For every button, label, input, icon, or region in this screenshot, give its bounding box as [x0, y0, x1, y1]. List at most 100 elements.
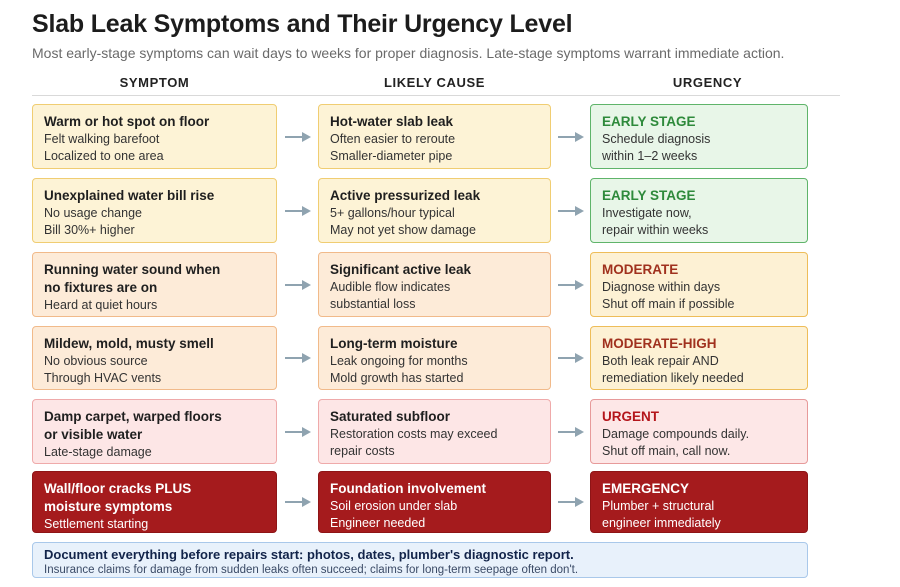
- right-arrow-icon: [557, 130, 585, 144]
- symptom-card-detail: Heard at quiet hours: [44, 298, 158, 312]
- cause-card-detail: Leak ongoing for months: [330, 354, 468, 368]
- right-arrow-icon: [557, 495, 585, 509]
- symptom-card-detail: Felt walking barefoot: [44, 132, 160, 146]
- cause-card-heading: Hot-water slab leak: [330, 114, 454, 129]
- cause-card: Active pressurized leak 5+ gallons/hour t…: [318, 178, 551, 243]
- cause-card-heading: Active pressurized leak: [330, 188, 481, 203]
- symptom-card: Running water sound when no fixtures are …: [32, 252, 277, 317]
- symptom-card-heading: or visible water: [44, 427, 143, 442]
- right-arrow-icon: [284, 351, 312, 365]
- urgency-card-detail: within 1–2 weeks: [602, 149, 698, 163]
- right-arrow-icon: [557, 278, 585, 292]
- urgency-card-detail: Schedule diagnosis: [602, 132, 711, 146]
- symptom-card-heading: Unexplained water bill rise: [44, 188, 215, 203]
- cause-card-detail: Engineer needed: [330, 516, 426, 530]
- urgency-card-heading: EMERGENCY: [602, 481, 690, 496]
- page-subtitle: Most early-stage symptoms can wait days …: [32, 45, 785, 61]
- symptom-card-heading: no fixtures are on: [44, 280, 158, 295]
- cause-card-detail: Soil erosion under slab: [330, 499, 458, 513]
- header-divider: [32, 95, 840, 96]
- urgency-card-detail: Shut off main if possible: [602, 297, 735, 311]
- symptom-card-heading: Damp carpet, warped floors: [44, 409, 222, 424]
- page-title: Slab Leak Symptoms and Their Urgency Lev…: [32, 10, 573, 38]
- column-header-cause: LIKELY CAUSE: [383, 75, 486, 90]
- urgency-card: EARLY STAGE Investigate now, repair within…: [590, 178, 808, 243]
- cause-card-detail: Mold growth has started: [330, 371, 464, 385]
- right-arrow-icon: [284, 425, 312, 439]
- symptom-card-detail: Through HVAC vents: [44, 371, 162, 385]
- urgency-card-heading: MODERATE-HIGH: [602, 336, 717, 351]
- right-arrow-icon: [284, 130, 312, 144]
- symptom-card-heading: Mildew, mold, musty smell: [44, 336, 214, 351]
- urgency-card: URGENT Damage compounds daily. Shut off ma…: [590, 399, 808, 464]
- cause-card-heading: Significant active leak: [330, 262, 472, 277]
- urgency-card: EMERGENCY Plumber + structural engineer im…: [590, 471, 808, 533]
- symptom-card: Mildew, mold, musty smell No obvious sour…: [32, 326, 277, 390]
- urgency-card-detail: repair within weeks: [602, 223, 709, 237]
- urgency-card-detail: Damage compounds daily.: [602, 427, 750, 441]
- symptom-card-heading: Wall/floor cracks PLUS: [44, 481, 192, 496]
- urgency-card: MODERATE-HIGH Both leak repair AND remedia…: [590, 326, 808, 390]
- cause-card-detail: 5+ gallons/hour typical: [330, 206, 455, 220]
- cause-card-heading: Long-term moisture: [330, 336, 458, 351]
- table-row: Damp carpet, warped floors or visible wat…: [0, 399, 900, 464]
- cause-card-detail: Smaller-diameter pipe: [330, 149, 453, 163]
- symptom-card: Unexplained water bill rise No usage chan…: [32, 178, 277, 243]
- column-header-symptom: SYMPTOM: [119, 75, 190, 90]
- urgency-card-detail: engineer immediately: [602, 516, 721, 530]
- right-arrow-icon: [284, 204, 312, 218]
- note-heading: Document everything before repairs start…: [44, 547, 574, 562]
- symptom-card-detail: Localized to one area: [44, 149, 164, 163]
- urgency-card-heading: EARLY STAGE: [602, 188, 696, 203]
- urgency-card-detail: Plumber + structural: [602, 499, 715, 513]
- cause-card-detail: Audible flow indicates: [330, 280, 451, 294]
- urgency-card-detail: Diagnose within days: [602, 280, 721, 294]
- cause-card-detail: substantial loss: [330, 297, 416, 311]
- cause-card-heading: Saturated subfloor: [330, 409, 451, 424]
- right-arrow-icon: [284, 495, 312, 509]
- cause-card-detail: Often easier to reroute: [330, 132, 456, 146]
- urgency-card-detail: remediation likely needed: [602, 371, 744, 385]
- symptom-card-detail: No obvious source: [44, 354, 148, 368]
- table-row: Running water sound when no fixtures are …: [0, 252, 900, 317]
- symptom-card-heading: moisture symptoms: [44, 499, 173, 514]
- column-header-urgency: URGENCY: [672, 75, 743, 90]
- right-arrow-icon: [557, 204, 585, 218]
- documentation-note: Document everything before repairs start…: [32, 542, 808, 578]
- urgency-card-heading: EARLY STAGE: [602, 114, 696, 129]
- symptom-card-heading: Running water sound when: [44, 262, 221, 277]
- table-row: Mildew, mold, musty smell No obvious sour…: [0, 326, 900, 390]
- urgency-card-heading: URGENT: [602, 409, 659, 424]
- urgency-card: EARLY STAGE Schedule diagnosis within 1–2 …: [590, 104, 808, 169]
- symptom-card-detail: Settlement starting: [44, 517, 149, 531]
- table-row: Unexplained water bill rise No usage chan…: [0, 178, 900, 243]
- cause-card-detail: repair costs: [330, 444, 395, 458]
- note-text: Insurance claims for damage from sudden …: [44, 564, 579, 576]
- cause-card-detail: May not yet show damage: [330, 223, 476, 237]
- symptom-card-detail: No usage change: [44, 206, 142, 220]
- symptom-card-detail: Bill 30%+ higher: [44, 223, 135, 237]
- urgency-card-detail: Investigate now,: [602, 206, 692, 220]
- symptom-card-heading: Warm or hot spot on floor: [44, 114, 210, 129]
- cause-card-detail: Restoration costs may exceed: [330, 427, 498, 441]
- right-arrow-icon: [557, 351, 585, 365]
- cause-card-heading: Foundation involvement: [330, 481, 487, 496]
- symptom-card: Damp carpet, warped floors or visible wat…: [32, 399, 277, 464]
- urgency-card-heading: MODERATE: [602, 262, 679, 277]
- right-arrow-icon: [284, 278, 312, 292]
- right-arrow-icon: [557, 425, 585, 439]
- urgency-card-detail: Shut off main, call now.: [602, 444, 731, 458]
- urgency-card-detail: Both leak repair AND: [602, 354, 719, 368]
- symptom-card-detail: Late-stage damage: [44, 445, 152, 459]
